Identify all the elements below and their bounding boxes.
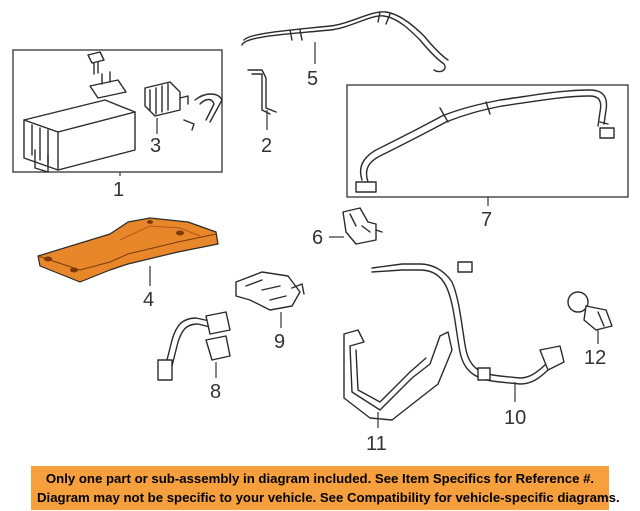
disclaimer-line-2: Diagram may not be specific to your vehi…: [37, 490, 620, 505]
callout-12: 12: [584, 347, 606, 369]
heat-shield-part: [37, 217, 219, 283]
oxygen-sensor-part: [157, 311, 231, 381]
mount-bracket-part: [235, 271, 305, 311]
sensor-part: [342, 207, 383, 245]
callout-11: 11: [366, 433, 387, 455]
group-box-7: [346, 84, 629, 198]
callout-3: 3: [150, 135, 161, 157]
canister-grommet-part: [87, 51, 105, 75]
charcoal-canister-part: [23, 71, 136, 173]
bracket-part: [247, 69, 277, 115]
leader-lines: [119, 42, 599, 428]
callout-2: 2: [261, 135, 272, 157]
callout-4: 4: [143, 289, 154, 311]
disclaimer-banner: Only one part or sub-assembly in diagram…: [31, 466, 620, 510]
callout-8: 8: [210, 381, 221, 403]
vsv-valve-part: [144, 81, 189, 117]
callout-7: 7: [481, 209, 492, 231]
vapor-hose-assembly-part: [355, 89, 615, 193]
group-box-1: [12, 49, 223, 173]
callout-9: 9: [274, 331, 285, 353]
disclaimer-line-1: Only one part or sub-assembly in diagram…: [45, 471, 595, 486]
callout-10: 10: [504, 407, 526, 429]
hose-part: [241, 11, 449, 73]
callout-1: 1: [113, 179, 124, 201]
sensor-harness-part: [371, 261, 565, 385]
canister-hose-part: [183, 93, 223, 131]
callout-6: 6: [312, 227, 323, 249]
mounting-bracket-part: [343, 329, 453, 421]
knock-sensor-part: [567, 291, 613, 331]
callout-5: 5: [307, 68, 318, 90]
